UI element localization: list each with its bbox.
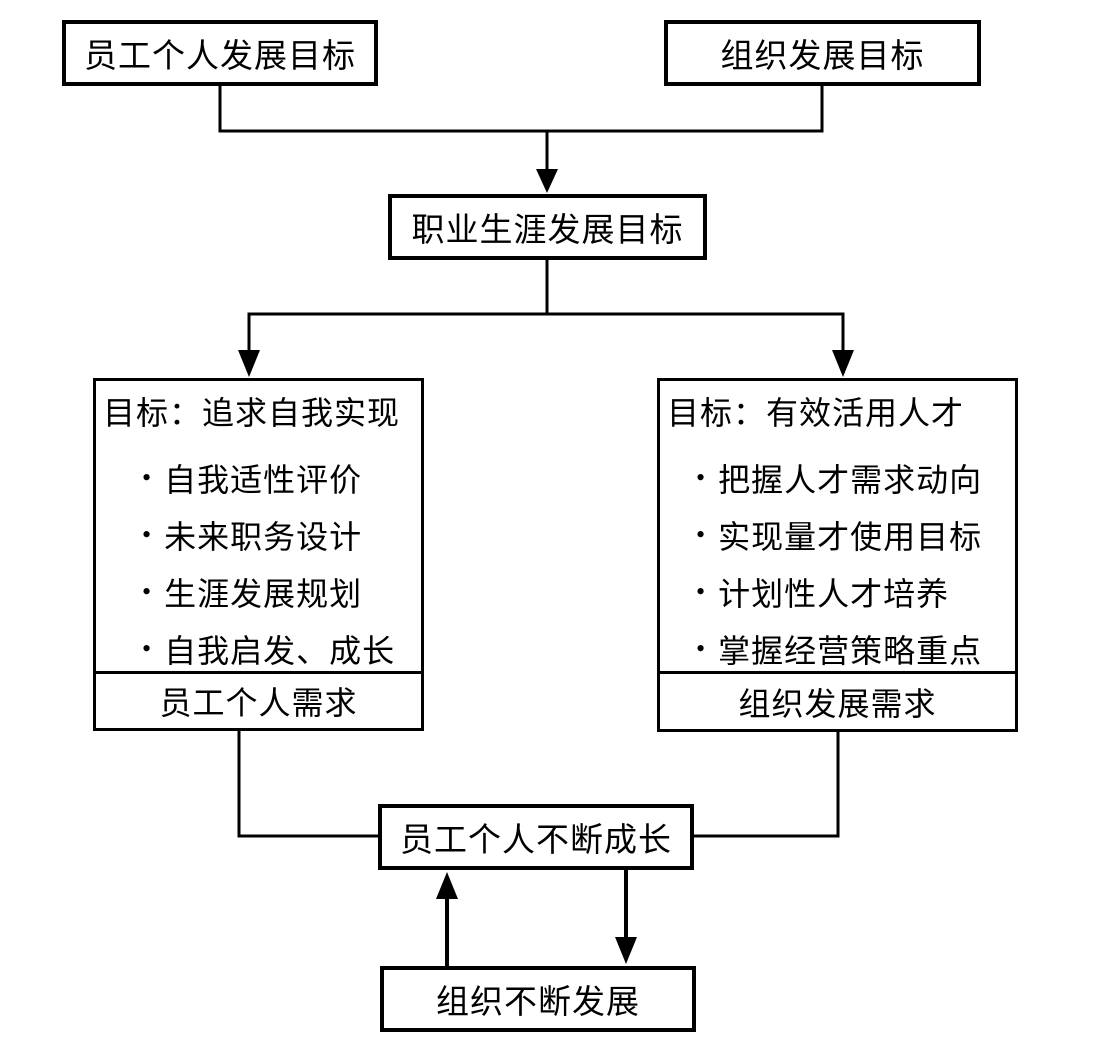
panel-footer-employee-personal-needs: 员工个人需求 — [96, 671, 421, 728]
bullet-text: 计划性人才培养 — [718, 576, 950, 612]
bullet-text: 自我适性评价 — [164, 462, 363, 498]
node-employee-continuous-growth: 员工个人不断成长 — [378, 804, 694, 870]
bullet-item: • 计划性人才培养 — [696, 570, 1015, 614]
bullet-text: 把握人才需求动向 — [718, 462, 983, 498]
bullet-text: 生涯发展规划 — [164, 576, 363, 612]
node-label: 员工个人不断成长 — [400, 823, 672, 859]
bullet-item: • 未来职务设计 — [142, 513, 421, 557]
arrowhead-down-icon — [536, 169, 558, 193]
bullet-icon: • — [142, 520, 153, 549]
arrowhead-down-icon — [832, 350, 854, 377]
node-label: 职业生涯发展目标 — [411, 213, 684, 249]
node-career-development-goal: 职业生涯发展目标 — [388, 194, 707, 260]
bullet-icon: • — [696, 577, 707, 606]
bullet-item: • 生涯发展规划 — [142, 570, 421, 614]
panel-footer-organization-development-needs: 组织发展需求 — [660, 671, 1015, 729]
bullet-icon: • — [142, 634, 153, 663]
arrowhead-up-icon — [436, 872, 458, 899]
node-organization-continuous-development: 组织不断发展 — [380, 966, 696, 1032]
bullet-item: • 掌握经营策略重点 — [696, 627, 1015, 671]
bullet-icon: • — [696, 463, 707, 492]
bullet-text: 实现量才使用目标 — [718, 519, 983, 555]
connector-right-panel-to-growth — [692, 732, 840, 838]
bullet-icon: • — [696, 520, 707, 549]
panel-self-realization: 目标：追求自我实现 • 自我适性评价 • 未来职务设计 • 生涯发展规划 • 自… — [93, 378, 424, 731]
bullet-icon: • — [142, 577, 153, 606]
node-employee-personal-development-goal: 员工个人发展目标 — [62, 20, 378, 86]
node-label: 组织不断发展 — [436, 985, 640, 1021]
connector-top-merge — [218, 86, 824, 133]
bullet-text: 自我启发、成长 — [164, 633, 396, 669]
node-label: 组织发展目标 — [720, 39, 925, 75]
panel-title: 目标：追求自我实现 — [103, 395, 401, 431]
bullet-text: 未来职务设计 — [164, 519, 363, 555]
arrowhead-down-icon — [615, 937, 637, 964]
bullet-icon: • — [142, 463, 153, 492]
bullet-item: • 实现量才使用目标 — [696, 513, 1015, 557]
panel-talent-utilization: 目标：有效活用人才 • 把握人才需求动向 • 实现量才使用目标 • 计划性人才培… — [657, 378, 1018, 732]
bullet-icon: • — [696, 634, 707, 663]
bullet-item: • 自我启发、成长 — [142, 627, 421, 671]
panel-bullet-list: • 自我适性评价 • 未来职务设计 • 生涯发展规划 • 自我启发、成长 — [96, 443, 421, 671]
arrowhead-down-icon — [238, 350, 260, 377]
panel-bullet-list: • 把握人才需求动向 • 实现量才使用目标 • 计划性人才培养 • 掌握经营策略… — [660, 443, 1015, 671]
panel-title: 目标：有效活用人才 — [667, 395, 965, 431]
connector-split — [247, 312, 845, 352]
node-organization-development-goal: 组织发展目标 — [664, 20, 981, 86]
node-label: 员工个人发展目标 — [84, 39, 356, 75]
bullet-item: • 把握人才需求动向 — [696, 456, 1015, 500]
connector-left-panel-to-growth — [237, 731, 380, 838]
bullet-item: • 自我适性评价 — [142, 456, 421, 500]
bullet-text: 掌握经营策略重点 — [718, 633, 983, 669]
